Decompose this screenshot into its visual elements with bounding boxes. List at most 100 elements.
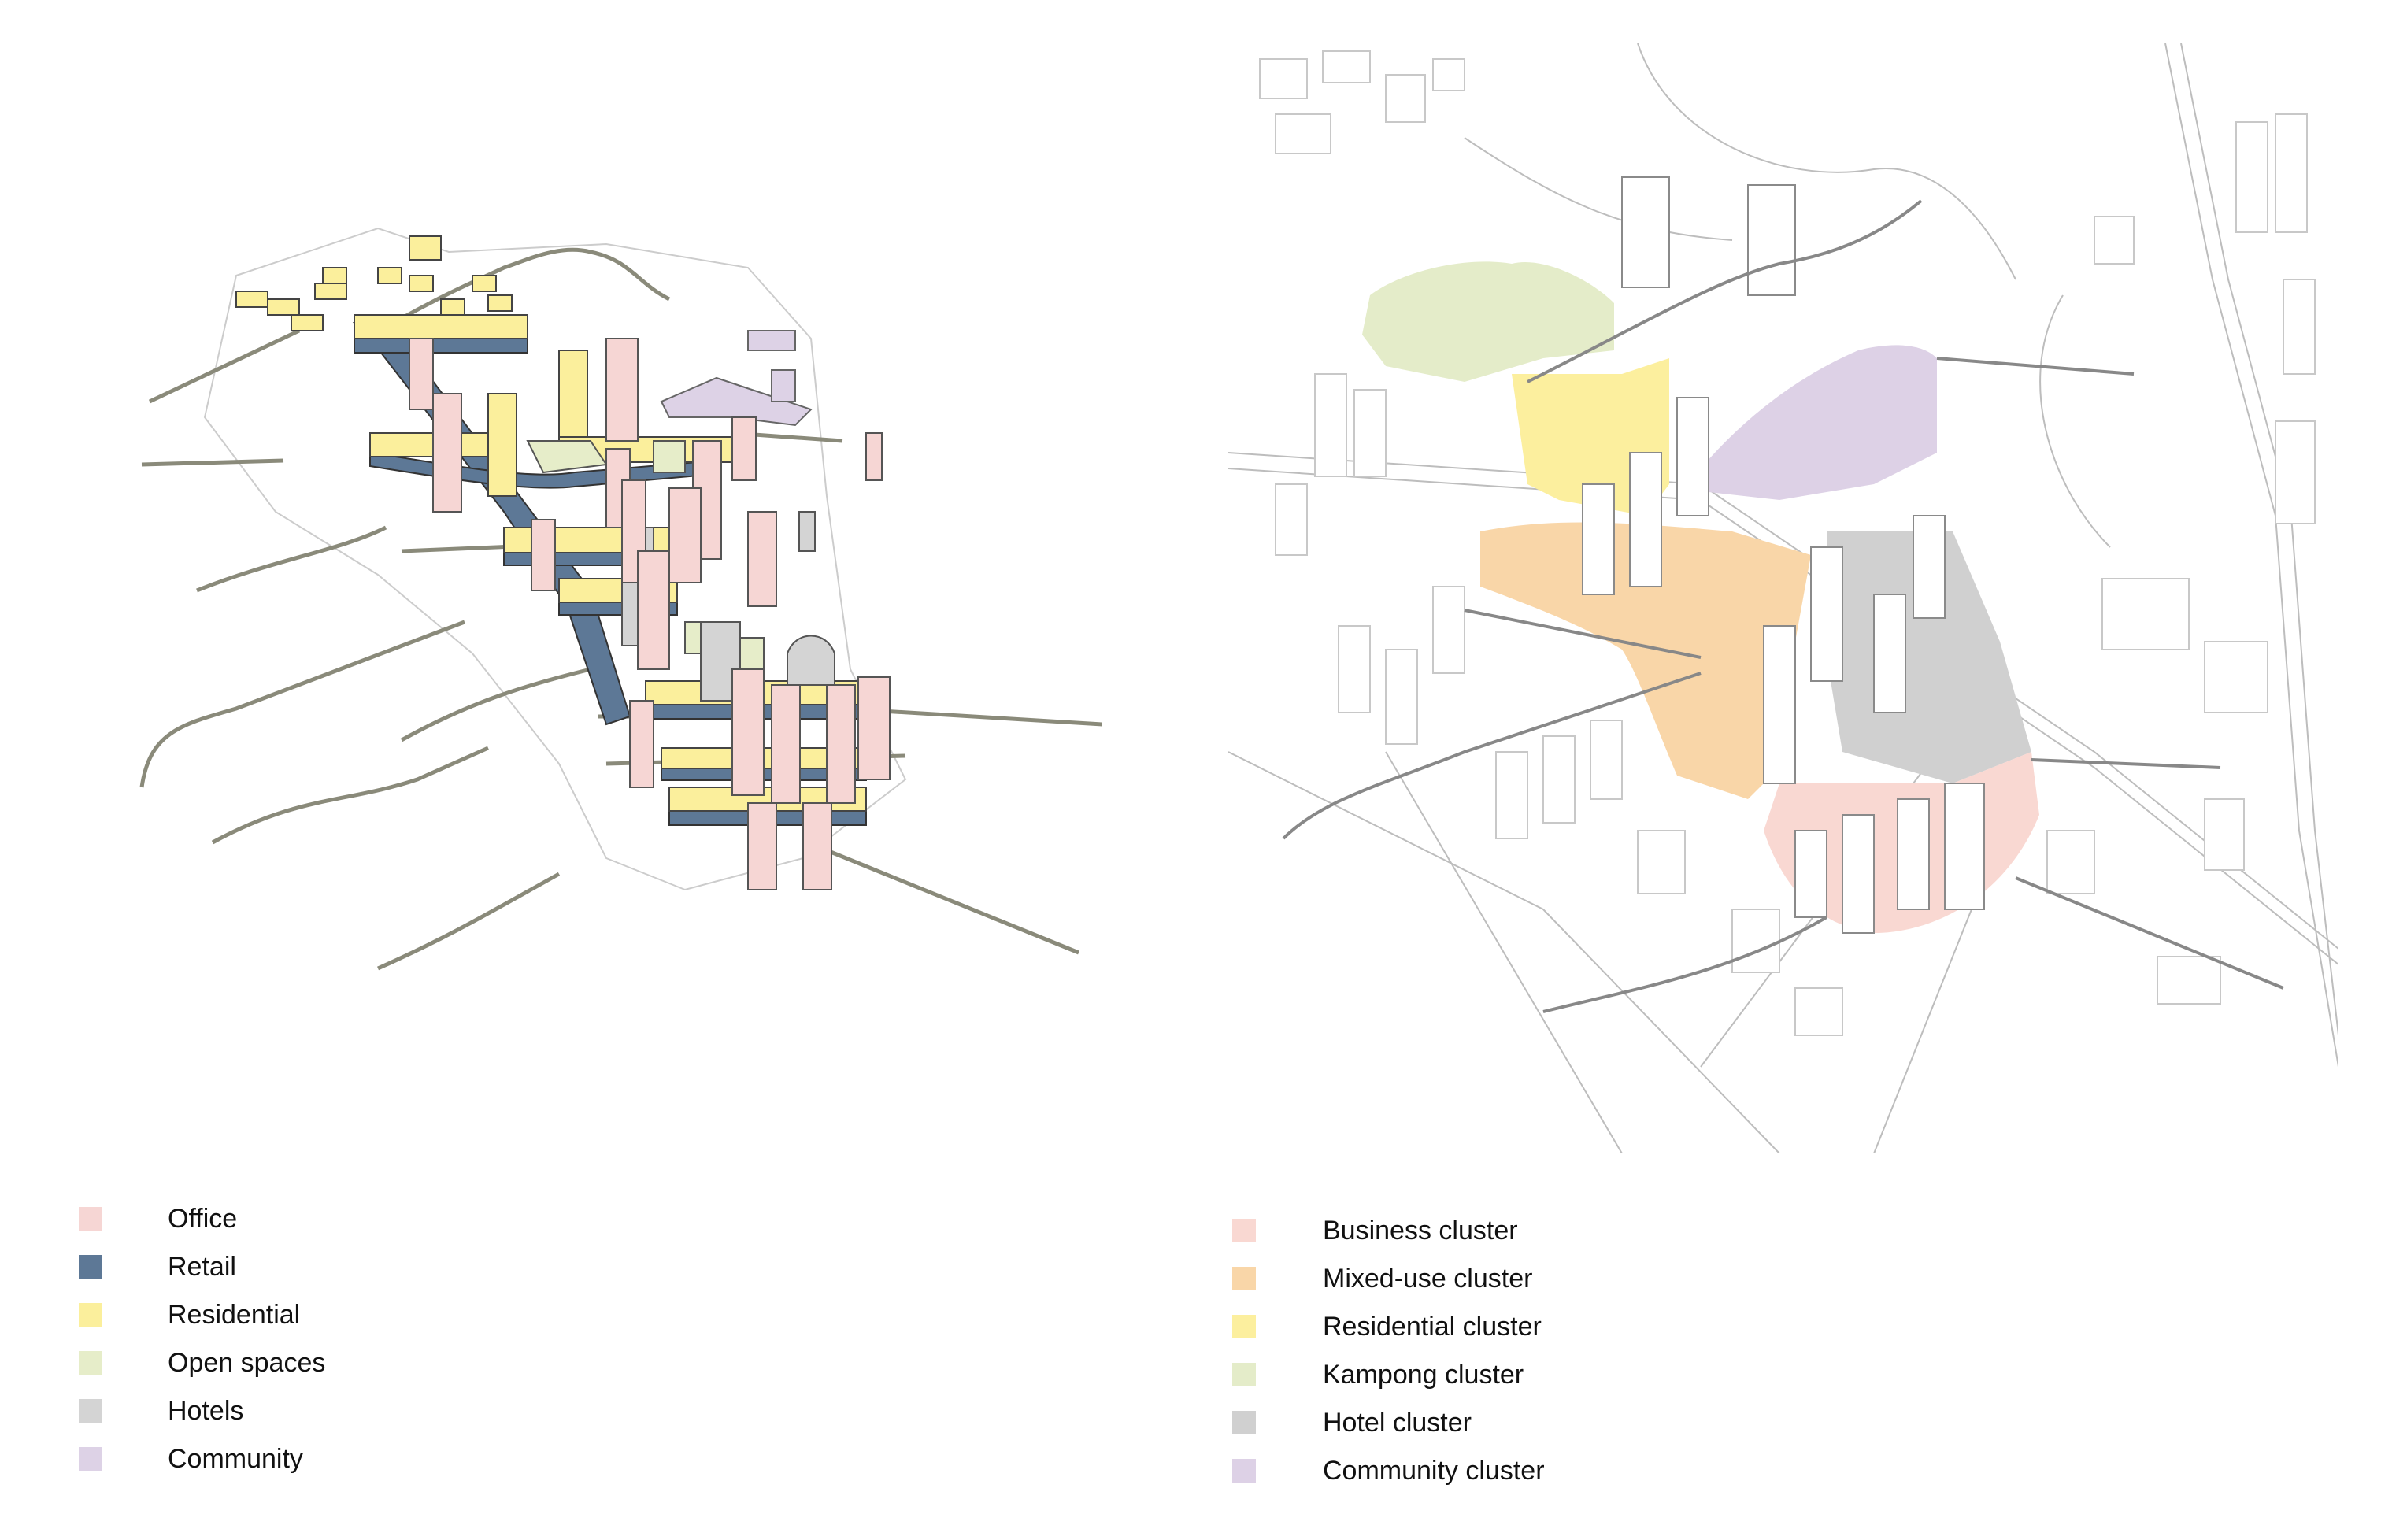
open-space: [653, 440, 686, 473]
context-building: [2094, 216, 2135, 265]
office-tower: [731, 668, 765, 796]
walkway-rail: [141, 458, 284, 467]
context-building: [1259, 58, 1308, 99]
office-tower: [409, 338, 434, 410]
office-tower: [531, 519, 556, 591]
legend-label: Open spaces: [168, 1348, 326, 1378]
walkway-rail: [400, 667, 591, 742]
walkway-rail: [148, 328, 301, 404]
residential-bar: [487, 294, 513, 312]
office-swatch: [79, 1207, 102, 1231]
context-building: [2157, 956, 2221, 1005]
terrain-contour: [1464, 137, 1733, 241]
legend-label: Residential: [168, 1300, 301, 1330]
residential-tower: [558, 350, 588, 438]
office-tower: [605, 338, 639, 442]
context-building: [1637, 830, 1686, 894]
business-cluster-swatch: [1232, 1219, 1256, 1242]
context-building: [1495, 751, 1528, 839]
legend-item-residential: Residential: [79, 1291, 300, 1338]
community-building: [771, 369, 796, 402]
hotels-swatch: [79, 1399, 102, 1423]
legend-item-hotel-cluster: Hotel cluster: [1232, 1399, 1472, 1446]
context-building: [1353, 389, 1387, 477]
community-building: [747, 330, 796, 351]
hotel-tower: [787, 635, 835, 686]
office-tower: [432, 393, 462, 513]
legend-label: Community cluster: [1323, 1456, 1545, 1486]
legend-label: Community: [168, 1444, 303, 1474]
context-building: [1314, 373, 1347, 477]
project-tower: [1629, 452, 1662, 587]
community-cluster-zone: [1701, 345, 1937, 500]
residential-bar: [322, 267, 347, 284]
context-building: [2275, 113, 2308, 233]
kampong-cluster-swatch: [1232, 1363, 1256, 1386]
legend-item-retail: Retail: [79, 1243, 236, 1290]
legend-label: Business cluster: [1323, 1216, 1518, 1246]
kampong-cluster-zone: [1362, 261, 1614, 382]
terrain-contour: [1637, 43, 2016, 280]
mixed-use-cluster-zone: [1480, 522, 1811, 799]
context-building: [1275, 113, 1331, 154]
legend-item-office: Office: [79, 1195, 237, 1242]
retail-swatch: [79, 1255, 102, 1279]
walkway-rail: [826, 848, 1079, 955]
project-tower: [1676, 397, 1709, 516]
walkway: [1464, 609, 1702, 659]
office-tower: [731, 416, 757, 481]
residential-bar: [354, 314, 528, 339]
open-spaces-swatch: [79, 1351, 102, 1375]
residential-bar: [314, 283, 347, 300]
road-line: [1385, 751, 1623, 1153]
community-swatch: [79, 1447, 102, 1471]
residential-bar: [409, 235, 442, 261]
legend-item-open-spaces: Open spaces: [79, 1339, 325, 1386]
legend-label: Retail: [168, 1252, 236, 1282]
walkway: [1542, 916, 1828, 1013]
project-tower: [1621, 176, 1670, 288]
project-walkways: [1282, 199, 2284, 1013]
hotel-cluster-swatch: [1232, 1411, 1256, 1434]
context-building: [1731, 909, 1780, 973]
walkway-rail: [376, 872, 561, 971]
walkway: [1936, 357, 2135, 376]
walkway: [1282, 672, 1702, 840]
project-tower: [1763, 625, 1796, 784]
context-building: [2204, 641, 2268, 713]
walkway-rail: [392, 247, 671, 325]
context-building: [2235, 121, 2268, 233]
community-blocks: [660, 330, 813, 427]
open-space: [526, 440, 608, 474]
context-building: [1432, 586, 1465, 674]
legend-item-residential-cluster: Residential cluster: [1232, 1303, 1542, 1350]
project-tower: [1913, 515, 1946, 619]
office-towers: [409, 338, 891, 890]
project-towers: [1582, 176, 1985, 934]
residential-bar: [440, 298, 465, 316]
office-tower: [857, 676, 891, 780]
residential-cluster-swatch: [1232, 1315, 1256, 1338]
road-line: [2039, 294, 2111, 548]
project-tower: [1794, 830, 1827, 918]
residential-bar: [377, 267, 402, 284]
residential-bar: [291, 314, 324, 331]
cluster-map-svg: [1228, 43, 2338, 1153]
office-tower: [826, 684, 856, 804]
legend-item-community-cluster: Community cluster: [1232, 1447, 1545, 1494]
walkway: [2015, 876, 2284, 990]
office-tower: [771, 684, 801, 804]
residential-bar: [267, 298, 300, 316]
office-tower: [865, 432, 883, 481]
context-building: [1385, 74, 1426, 123]
program-axonometric-svg: [139, 227, 1102, 971]
context-building: [1542, 735, 1576, 824]
walkway: [1527, 199, 1923, 383]
legend-label: Office: [168, 1204, 238, 1234]
legend-label: Hotels: [168, 1396, 244, 1426]
context-building: [2275, 420, 2316, 524]
office-tower: [802, 802, 832, 890]
context-building: [2204, 798, 2245, 871]
project-tower: [1842, 814, 1875, 934]
project-tower: [1582, 483, 1615, 595]
